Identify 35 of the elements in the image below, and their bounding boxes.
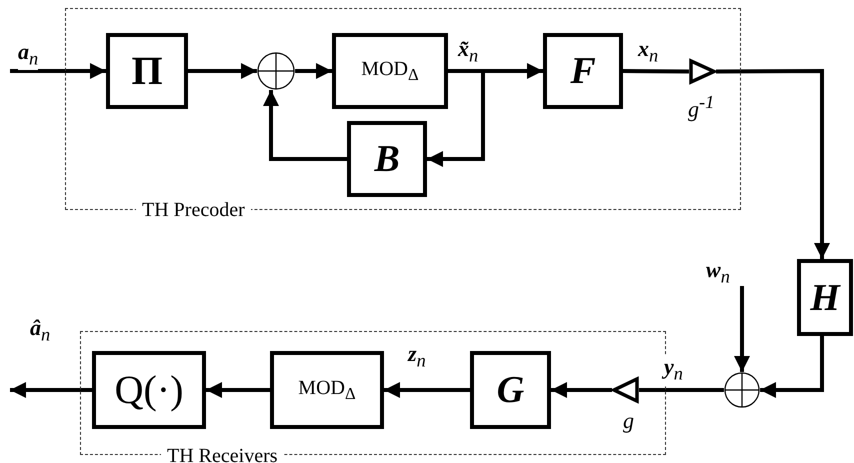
summing-junction: [724, 372, 760, 408]
arrow: [188, 63, 257, 79]
process-box: [92, 351, 206, 429]
gain-label: g$^{-1}$: [688, 91, 714, 122]
block-label: H: [810, 278, 840, 316]
block-label: Q(·): [114, 370, 184, 410]
block-label: G: [496, 371, 524, 409]
arrow: [716, 69, 830, 259]
block-label: MOD$_{Δ}$: [361, 58, 419, 84]
block-label: F: [570, 52, 596, 90]
gain-triangle: [612, 377, 639, 403]
process-box: [106, 33, 188, 109]
block-label: B: [374, 140, 400, 178]
arrow: [10, 382, 92, 398]
gain-triangle: [689, 59, 716, 84]
arrow: [427, 69, 485, 167]
block-label: Π: [131, 51, 163, 91]
arrow: [760, 336, 824, 398]
arrow: [263, 90, 347, 161]
arrow: [10, 63, 106, 79]
arrow: [206, 382, 270, 398]
arrow: [384, 382, 470, 398]
arrow: [734, 286, 750, 372]
arrow: [295, 63, 332, 79]
gain-label: g: [623, 409, 634, 433]
signal-label: y$_{n}$: [664, 355, 683, 386]
process-box: [332, 33, 448, 109]
process-box: [470, 351, 551, 429]
process-box: [543, 33, 623, 109]
process-box: [347, 121, 427, 197]
arrow: [551, 382, 612, 398]
process-box: [797, 259, 853, 336]
block-label: MOD$_{Δ}$: [298, 378, 356, 402]
summing-junction: [257, 52, 295, 90]
process-box: [270, 351, 384, 429]
